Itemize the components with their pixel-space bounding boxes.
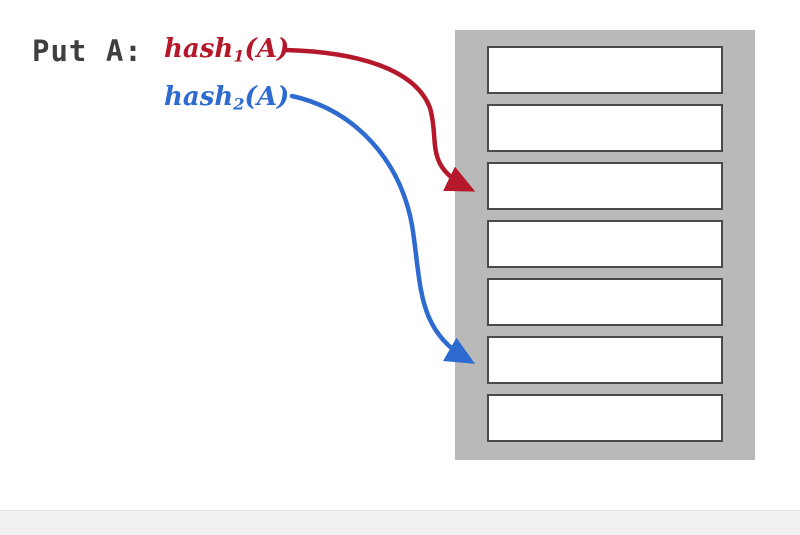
hash2-label: hash2(A) — [164, 82, 289, 114]
hash1-base: hash — [164, 34, 234, 64]
array-cell-0 — [487, 46, 723, 94]
hash1-subscript: 1 — [233, 46, 245, 66]
hash2-args: (A) — [244, 82, 290, 112]
hash2-subscript: 2 — [233, 94, 245, 114]
footer-bar — [0, 510, 800, 535]
put-operation-label: Put A: — [32, 34, 143, 68]
hash1-label: hash1(A) — [164, 34, 289, 66]
hash1-arrow — [283, 47, 476, 192]
array-cell-1 — [487, 104, 723, 152]
hash2-arrow — [289, 93, 476, 364]
array-cell-4 — [487, 278, 723, 326]
array-cell-5 — [487, 336, 723, 384]
hash2-base: hash — [164, 82, 234, 112]
array-cell-2 — [487, 162, 723, 210]
array-cell-3 — [487, 220, 723, 268]
hash-array — [455, 30, 755, 460]
array-cell-6 — [487, 394, 723, 442]
hash1-args: (A) — [244, 34, 290, 64]
